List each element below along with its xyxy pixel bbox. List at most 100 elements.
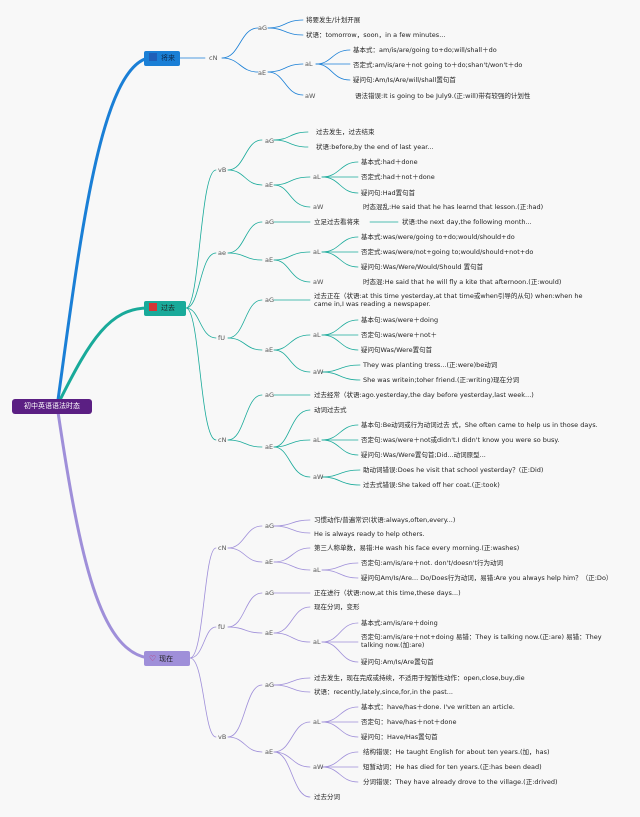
code-label: aW	[313, 278, 324, 286]
code-label: aE	[265, 443, 274, 451]
code-label: fU	[218, 334, 226, 342]
code-label: aE	[265, 346, 274, 354]
node-text: 立足过去看将来	[314, 218, 360, 226]
branch-present-label: 现在	[159, 655, 174, 663]
branch-past-line	[58, 306, 150, 402]
code-label: aG	[265, 137, 275, 145]
node-text: 疑问句:Was/Were/Would/Should 置句首	[361, 263, 484, 271]
node-text: 状语:the next day,the following month...	[402, 218, 532, 226]
branch-past-node[interactable]: 过去	[144, 301, 186, 316]
node-text: 过去正在（状语:at this time yesterday,at that t…	[314, 292, 583, 308]
node-text: 动词过去式	[314, 406, 347, 414]
node-text: 短暂动词：He has died for ten years.(正:has be…	[363, 763, 542, 771]
node-text: 过去经常（状语:ago.yesterday,the day before yes…	[314, 391, 534, 399]
node-text: 分词错误：They have already drove to the vill…	[363, 778, 558, 786]
node-text: 状语：tomorrow，soon，in a few minutes...	[306, 31, 446, 39]
node-text: 习惯动作/普遍常识(状语:always,often,every...)	[314, 516, 456, 524]
code-label: aG	[265, 218, 275, 226]
node-text: They was planting tress...(正:were)be动词	[363, 361, 498, 369]
code-label: aL	[305, 60, 313, 68]
node-text: 基本式：am/is/are/going to+do;will/shall＋do	[353, 46, 497, 54]
branch-future-label: 将来	[161, 54, 175, 62]
code-label: aG	[265, 589, 275, 597]
node-text: 时态混乱:He said that he has learnd that les…	[363, 203, 544, 211]
code-label: aL	[313, 718, 321, 726]
code-label: cN	[218, 544, 227, 552]
code-label: aG	[258, 24, 268, 32]
node-text: 否定式:was/were/not+going to;would/should+n…	[361, 248, 534, 256]
node-text: 结构错误：He taught English for about ten yea…	[363, 748, 550, 756]
code-label: aW	[313, 763, 324, 771]
node-text: 时态混:He said that he will fly a kite that…	[363, 278, 562, 286]
node-text: 语法错误:It is going to be July9.(正:will)带有较…	[355, 92, 531, 100]
code-label: ae	[218, 249, 226, 257]
code-label: vB	[218, 733, 227, 741]
node-text: 疑问句Am/Is/Are... Do/Does行为动词，易错:Are you a…	[361, 574, 613, 582]
node-text: 疑问句:Am/Is/Are置句首	[361, 658, 434, 666]
code-label: aL	[313, 436, 321, 444]
code-label: cN	[218, 436, 227, 444]
node-text: 基本式:had＋done	[361, 158, 418, 166]
code-label: fU	[218, 623, 226, 631]
node-text: 基本式:am/is/are＋doing	[361, 619, 438, 627]
node-text: 现在分词，变形	[314, 603, 360, 611]
code-label: aW	[313, 473, 324, 481]
node-text: 过去发生，过去结束	[316, 128, 375, 136]
node-text: He is always ready to help others.	[314, 530, 425, 538]
code-label: aG	[265, 296, 275, 304]
node-text: 否定句：have/has＋not＋done	[361, 718, 457, 726]
code-label: aL	[313, 331, 321, 339]
node-text: 过去发生，现在完成或持续，不适用于短暂性动作：open,close,buy,di…	[314, 674, 525, 682]
square-icon	[149, 53, 157, 61]
branch-present-node[interactable]: ♡现在	[144, 651, 190, 666]
node-text: She was writein;toher friend.(正:writing)…	[363, 376, 520, 384]
code-label: aE	[265, 181, 274, 189]
code-label: aG	[265, 522, 275, 530]
node-text: 基本句:Be动词或行为动词过去 式，She often came to help…	[361, 421, 598, 429]
code-label: aG	[265, 391, 275, 399]
node-text: 将要发生/计划开展	[306, 16, 361, 24]
code-label: aE	[258, 69, 267, 77]
code-label: aL	[313, 173, 321, 181]
node-text: 疑问句:Was/Were置句首;Did...动词原型...	[361, 451, 486, 459]
node-text: 否定句:am/is/are＋not. don't/doesn't行为动词	[361, 559, 504, 567]
node-text: 疑问句:Am/Is/Are/will/shall置句首	[353, 76, 456, 84]
branch-present-line	[56, 410, 150, 660]
code-label: aL	[313, 566, 321, 574]
node-text: 否定句:am/is/are＋not+doing 易错：They is talki…	[361, 633, 602, 649]
code-label: aE	[265, 629, 274, 637]
node-text: 否定式:am/is/are＋not going to＋do;shan't/won…	[353, 61, 523, 69]
code-label: aE	[265, 256, 274, 264]
node-text: 第三人称单数，易错:He wash his face every morning…	[314, 544, 520, 552]
node-text: 否定句:was/were＋not或didn't.I didn't know yo…	[361, 436, 560, 444]
node-text: 基本句:was/were＋doing	[361, 316, 439, 324]
node-text: 状语:before,by the end of last year...	[316, 143, 434, 151]
node-text: 否定句:was/were＋not＋	[361, 331, 438, 339]
node-text: 否定式:had＋not＋done	[361, 173, 435, 181]
node-text: 过去式错误:She taked off her coat.(正:took)	[363, 481, 500, 489]
node-text: 疑问句：Have/Has置句首	[361, 733, 438, 741]
branch-future-node[interactable]: 将来	[144, 51, 180, 66]
node-text: 助动词错误:Does he visit that school yesterda…	[363, 466, 544, 474]
code-label: vB	[218, 166, 227, 174]
node-text: 过去分词	[314, 793, 340, 801]
code-label: aE	[265, 558, 274, 566]
code-label: cN	[209, 54, 218, 62]
heart-icon: ♡	[149, 654, 157, 663]
node-text: 疑问句:Had置句首	[361, 189, 416, 197]
node-text: 基本式:was/were/going to+do;would/should+do	[361, 233, 515, 241]
code-label: aW	[313, 203, 324, 211]
square-icon	[149, 303, 157, 311]
node-text: 疑问句Was/Were置句首	[361, 346, 433, 354]
branch-past-label: 过去	[161, 304, 175, 312]
branch-future-line	[56, 56, 150, 402]
code-label: aG	[265, 681, 275, 689]
node-text: 状语：recently,lately,since,for,in the past…	[314, 688, 453, 696]
code-label: aW	[305, 92, 316, 100]
node-text: 正在进行（状语:now,at this time,these days...)	[314, 589, 461, 597]
node-text: 基本式：have/has＋done. I've written an artic…	[361, 703, 515, 711]
code-label: aL	[313, 638, 321, 646]
root-node[interactable]: 初中英语语法时态	[12, 399, 92, 414]
code-label: aE	[265, 748, 274, 756]
